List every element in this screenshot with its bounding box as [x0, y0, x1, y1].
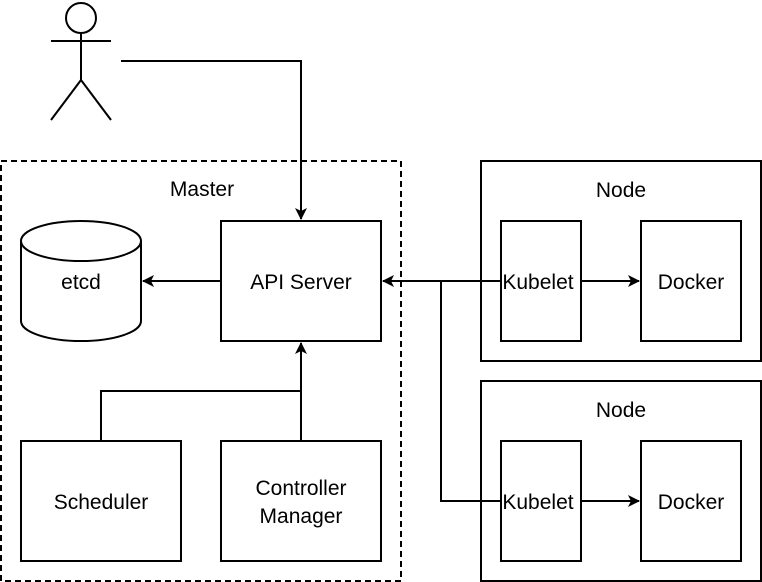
kubelet-box-2: [500, 440, 582, 562]
scheduler-label: Scheduler: [54, 491, 149, 514]
kubelet-label-2: Kubelet: [502, 491, 573, 514]
docker-box-1: [640, 220, 742, 342]
docker-label-2: Docker: [658, 491, 725, 514]
node-container-2: Node Kubelet Docker: [480, 380, 762, 582]
docker-label-1: Docker: [658, 271, 725, 294]
etcd-database: etcd: [20, 220, 142, 342]
master-title: Master: [170, 178, 234, 201]
user-to-api-server-arrow: [121, 60, 307, 220]
node-title-2: Node: [596, 399, 646, 422]
stick-figure-user-icon: [50, 2, 112, 121]
controller-manager-box: Controller Manager: [220, 440, 382, 562]
controller-manager-label-line1: Controller: [255, 477, 346, 500]
docker-box-2: [640, 440, 742, 562]
controller-manager-label-line2: Manager: [260, 505, 343, 528]
api-server-label: API Server: [250, 271, 352, 294]
node-title-1: Node: [596, 179, 646, 202]
master-container: [0, 160, 402, 582]
kubelet-label-1: Kubelet: [502, 271, 573, 294]
etcd-label: etcd: [61, 271, 101, 294]
api-server-box: API Server: [220, 220, 382, 342]
scheduler-to-api-server-arrow: [100, 342, 307, 441]
kubelet-2-to-api-server-link: [440, 281, 501, 502]
scheduler-box: Scheduler: [20, 440, 182, 562]
node-container-1: Node Kubelet Docker: [480, 160, 762, 362]
kubelet-box-1: [500, 220, 582, 342]
